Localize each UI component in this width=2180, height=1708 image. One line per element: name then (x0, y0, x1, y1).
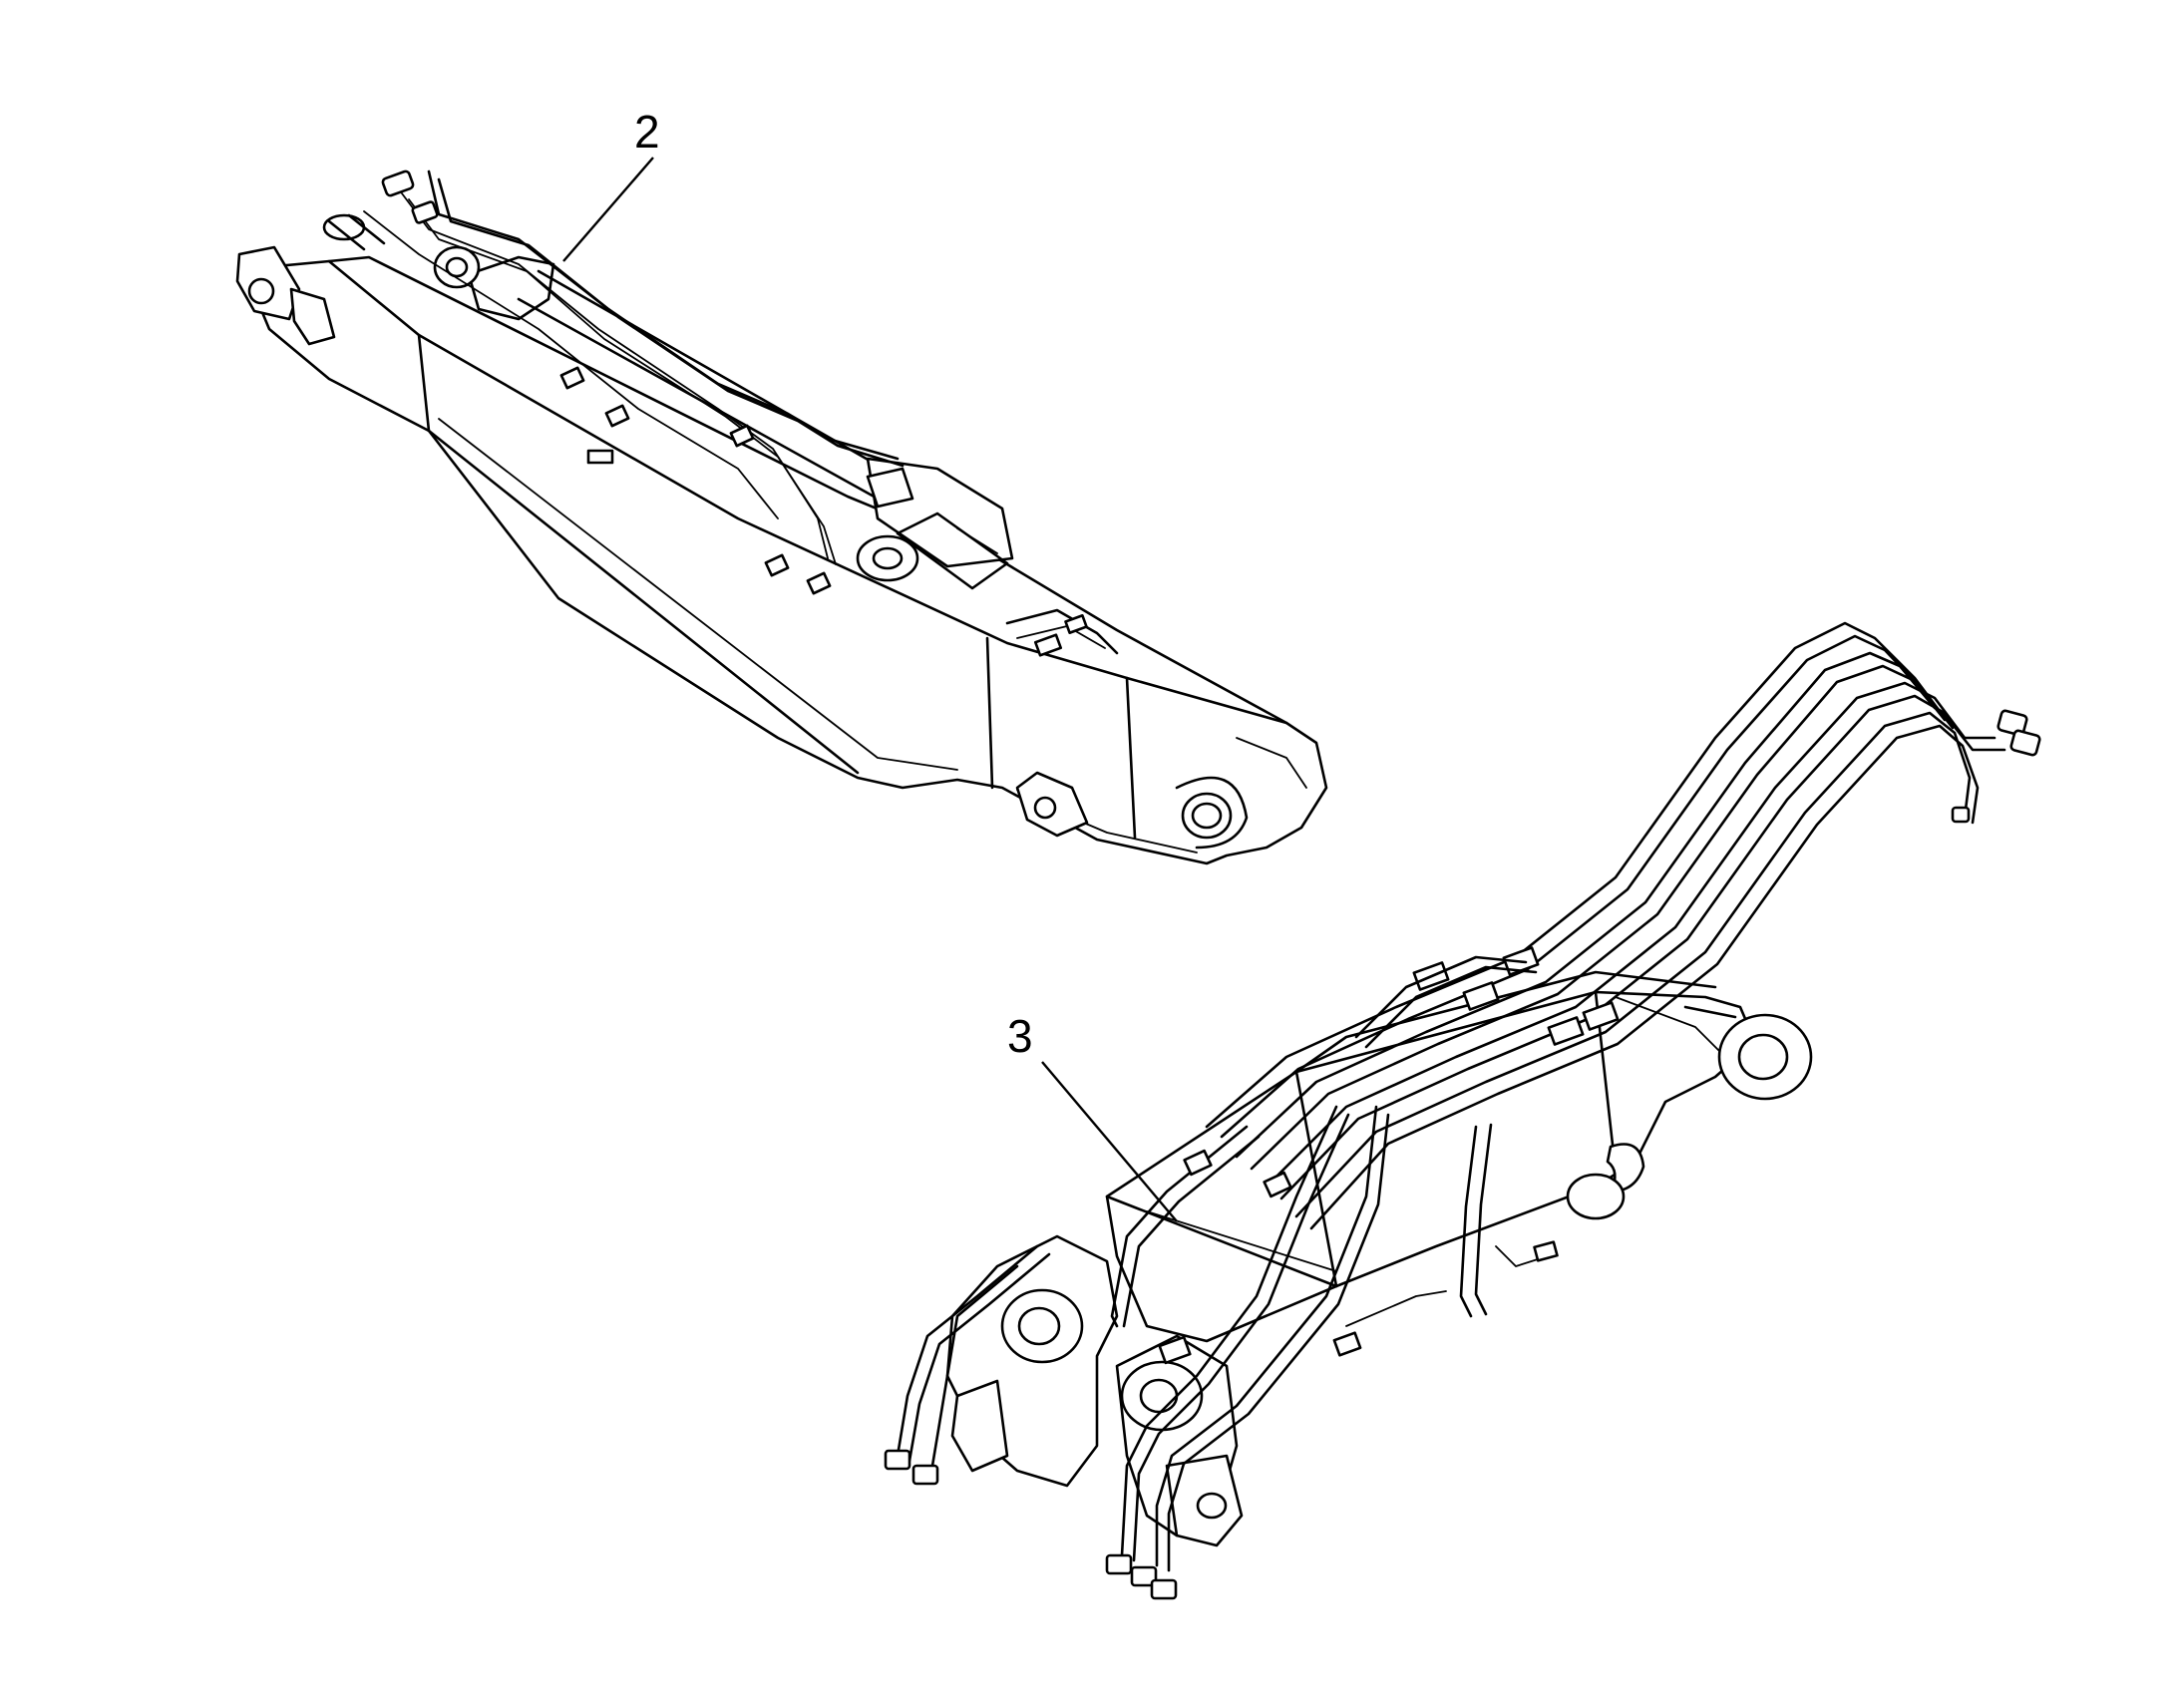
callout-label-3: 3 (1007, 1010, 1033, 1062)
callout-label-2: 2 (634, 106, 660, 158)
callout-2: 2 (562, 106, 660, 262)
leader-line-2 (562, 157, 654, 262)
boom-assembly-upper (235, 170, 1328, 865)
callout-3: 3 (1007, 1010, 1178, 1222)
leader-line-3 (1041, 1061, 1178, 1222)
arm-assembly-lower (884, 621, 2041, 1600)
